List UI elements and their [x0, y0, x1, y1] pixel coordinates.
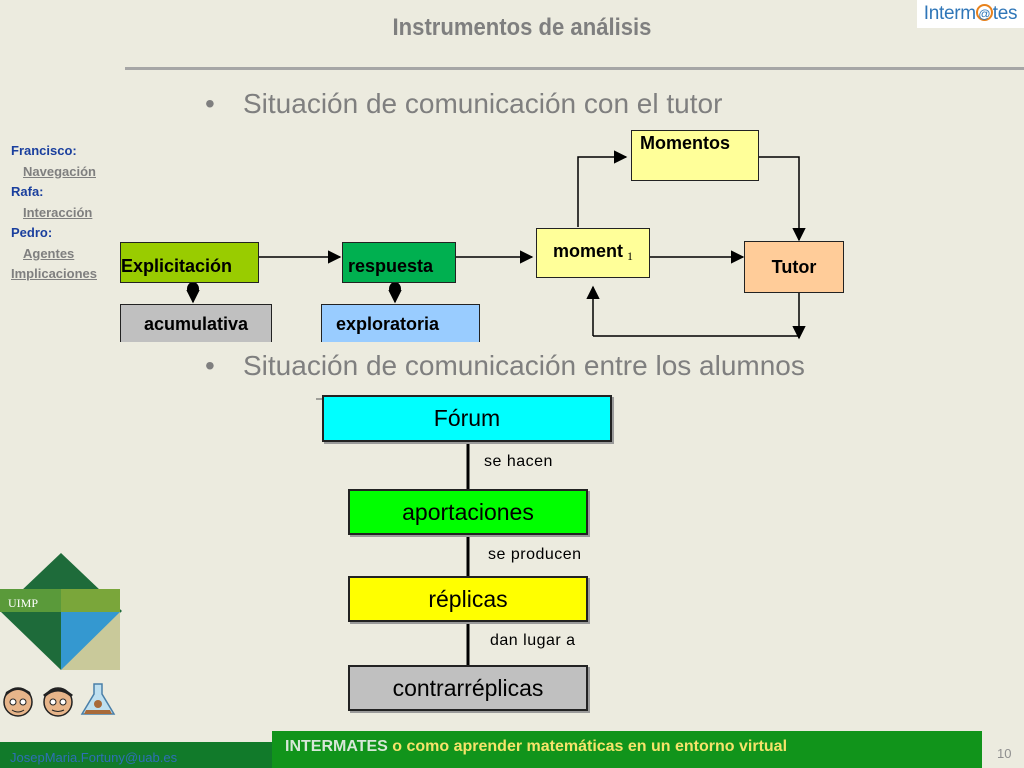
uimp-label: UIMP — [8, 596, 39, 610]
arrow-moment-momentos — [577, 150, 628, 227]
connector-dot — [389, 282, 401, 296]
uimp-band-shape — [0, 589, 61, 612]
explicitacion-label: Explicitación — [121, 256, 233, 276]
arrow-momentos-tutor — [758, 156, 806, 242]
momentos-label: Momentos — [640, 133, 730, 153]
cartoon-characters — [3, 683, 116, 717]
forum-label: Fórum — [433, 405, 501, 431]
exploratoria-label: exploratoria — [336, 314, 440, 334]
bullet-tutor: • Situación de comunicación con el tutor — [205, 88, 722, 120]
footer-brand: INTERMATES — [285, 738, 388, 755]
acumulativa-box: acumulativa — [120, 304, 272, 344]
contrarreplicas-label: contrarréplicas — [392, 674, 544, 701]
slide-title: Instrumentos de análisis — [392, 14, 652, 41]
aportaciones-label: aportaciones — [402, 498, 534, 525]
logo-text-end: tes — [992, 3, 1018, 24]
sidebar-link-interaccion[interactable]: Interacción — [23, 204, 93, 220]
bullet-alumnos: • Situación de comunicación entre los alu… — [205, 350, 805, 382]
exploratoria-box: exploratoria — [321, 304, 480, 344]
uimp-beige-shape — [61, 612, 120, 670]
uimp-logo — [0, 553, 122, 670]
bullet-alumnos-text: Situación de comunicación entre los alum… — [243, 350, 805, 381]
intermates-logo: Interm@tes — [917, 0, 1024, 28]
uimp-band-shape — [61, 589, 120, 612]
sidebar-nav: Francisco: Navegación Rafa: Interacción … — [11, 141, 97, 285]
replicas-box: réplicas — [348, 576, 588, 622]
footer-tagline: INTERMATES o como aprender matemáticas e… — [285, 738, 787, 756]
flask-icon — [80, 683, 116, 715]
momentos-box: Momentos — [631, 130, 759, 181]
moment-label: moment — [552, 241, 623, 261]
moment-box: moment 1 — [536, 228, 650, 278]
moment-subscript: 1 — [627, 249, 633, 263]
forum-box: Fórum — [322, 395, 612, 442]
tutor-box: Tutor — [744, 241, 844, 293]
student-icon — [3, 687, 33, 717]
bullet-dot-icon: • — [205, 88, 215, 119]
acumulativa-label: acumulativa — [143, 314, 249, 334]
diagram-clip-band — [110, 342, 830, 352]
logo-at-icon: @ — [975, 4, 993, 21]
footer-tagline-text: o como aprender matemáticas en un entorn… — [387, 738, 788, 755]
sidebar-link-implicaciones[interactable]: Implicaciones — [11, 266, 97, 281]
respuesta-label: respuesta — [348, 256, 434, 276]
forum-edge-label-1: se hacen — [484, 453, 553, 470]
bullet-dot-icon: • — [205, 350, 215, 381]
page-number: 10 — [997, 746, 1012, 761]
sidebar-person-rafa: Rafa: — [11, 184, 44, 199]
footer-email-band — [0, 742, 272, 768]
sidebar-person-pedro: Pedro: — [11, 225, 53, 240]
teacher-icon — [43, 687, 73, 717]
sidebar-link-agentes[interactable]: Agentes — [23, 245, 75, 261]
logo-text-start: Interm — [923, 3, 976, 24]
forum-edge-label-3: dan lugar a — [490, 632, 576, 649]
author-email[interactable]: JosepMaria.Fortuny@uab.es — [10, 750, 178, 765]
tutor-label: Tutor — [771, 256, 817, 277]
contrarreplicas-box: contrarréplicas — [348, 665, 588, 711]
bullet-tutor-text: Situación de comunicación con el tutor — [243, 88, 723, 119]
sidebar-person-francisco: Francisco: — [11, 143, 77, 158]
replicas-label: réplicas — [428, 585, 508, 612]
footer-bar — [272, 731, 982, 768]
respuesta-box: respuesta — [342, 242, 456, 283]
explicitacion-box: Explicitación — [120, 242, 259, 283]
connector-dot — [187, 282, 199, 296]
aportaciones-box: aportaciones — [348, 489, 588, 535]
sidebar-link-navegacion[interactable]: Navegación — [23, 163, 96, 179]
forum-edge-label-2: se producen — [488, 546, 582, 563]
title-divider — [125, 67, 1024, 70]
